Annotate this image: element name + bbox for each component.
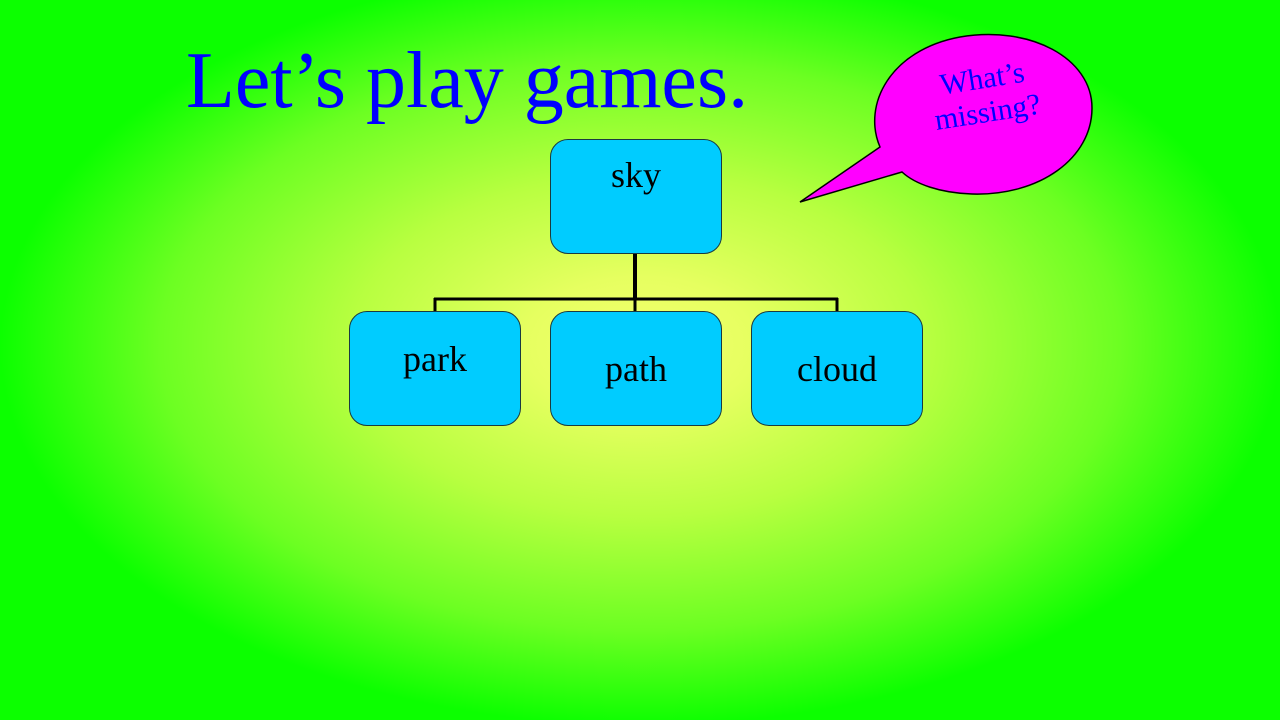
speech-bubble-text: What’s missing? xyxy=(906,51,1065,142)
node-sky-label: sky xyxy=(610,155,661,195)
node-cloud-label: cloud xyxy=(797,349,877,389)
node-park-label: park xyxy=(403,339,467,379)
node-sky: sky xyxy=(550,139,722,254)
slide-title: Let’s play games. xyxy=(186,37,749,125)
node-path-label: path xyxy=(605,349,667,389)
node-path: path xyxy=(550,311,722,426)
node-cloud: cloud xyxy=(751,311,923,426)
node-park: park xyxy=(349,311,521,426)
